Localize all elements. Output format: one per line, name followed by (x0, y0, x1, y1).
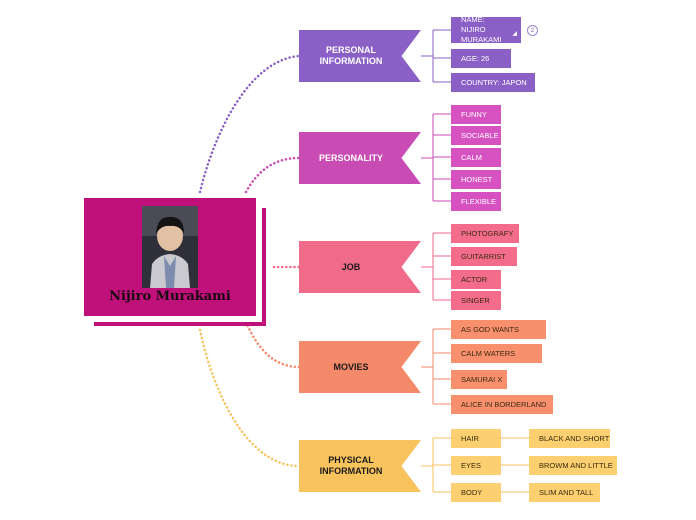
leaf-hair[interactable]: HAIR (451, 429, 501, 448)
branch-connector (198, 54, 301, 194)
leaf-age[interactable]: AGE: 26 (451, 49, 511, 68)
branch-personality[interactable]: PERSONALITY (299, 132, 421, 184)
leaf-sociable[interactable]: SOCIABLE (451, 126, 501, 145)
branch-movies[interactable]: MOVIES (299, 341, 421, 393)
branch-connector (244, 156, 301, 194)
leaf-as-god-wants[interactable]: AS GOD WANTS (451, 320, 546, 339)
branch-personal-information[interactable]: PERSONAL INFORMATION (299, 30, 421, 82)
leaf-country[interactable]: COUNTRY: JAPON (451, 73, 535, 92)
child-count-badge[interactable]: 2 (527, 25, 538, 36)
leaf-singer[interactable]: SINGER (451, 291, 501, 310)
leaf-honest[interactable]: HONEST (451, 170, 501, 189)
leaf-calm-waters[interactable]: CALM WATERS (451, 344, 542, 363)
leaf-samurai-x[interactable]: SAMURAI X (451, 370, 507, 389)
branch-physical-information[interactable]: PHYSICAL INFORMATION (299, 440, 421, 492)
branch-job[interactable]: JOB (299, 241, 421, 293)
leaf-guitarrist[interactable]: GUITARRIST (451, 247, 517, 266)
leaf-photografy[interactable]: PHOTOGRAFY (451, 224, 519, 243)
leaf-flexible[interactable]: FLEXIBLE (451, 192, 501, 211)
leaf-actor[interactable]: ACTOR (451, 270, 501, 289)
leaf-eyes[interactable]: EYES (451, 456, 501, 475)
leaf-funny[interactable]: FUNNY (451, 105, 501, 124)
leaf-name-text: NAME: NIJIRO MURAKAMI (461, 15, 502, 44)
leaf-name[interactable]: NAME: NIJIRO MURAKAMI ◢ (451, 15, 521, 44)
leaf-body[interactable]: BODY (451, 483, 501, 502)
branch-connector (198, 328, 301, 468)
subleaf-browm-and-little[interactable]: BROWM AND LITTLE (529, 456, 617, 475)
leaf-alice-in-borderland[interactable]: ALICE IN BORDERLAND (451, 395, 553, 414)
central-topic[interactable]: Nijiro Murakami (84, 198, 256, 316)
collapse-toggle-icon[interactable]: ◢ (512, 31, 517, 37)
subleaf-black-and-short[interactable]: BLACK AND SHORT (529, 429, 610, 448)
branch-connector (244, 320, 301, 369)
leaf-calm[interactable]: CALM (451, 148, 501, 167)
profile-photo (142, 206, 198, 288)
subleaf-slim-and-tall[interactable]: SLIM AND TALL (529, 483, 600, 502)
central-topic-title: Nijiro Murakami (109, 289, 231, 304)
